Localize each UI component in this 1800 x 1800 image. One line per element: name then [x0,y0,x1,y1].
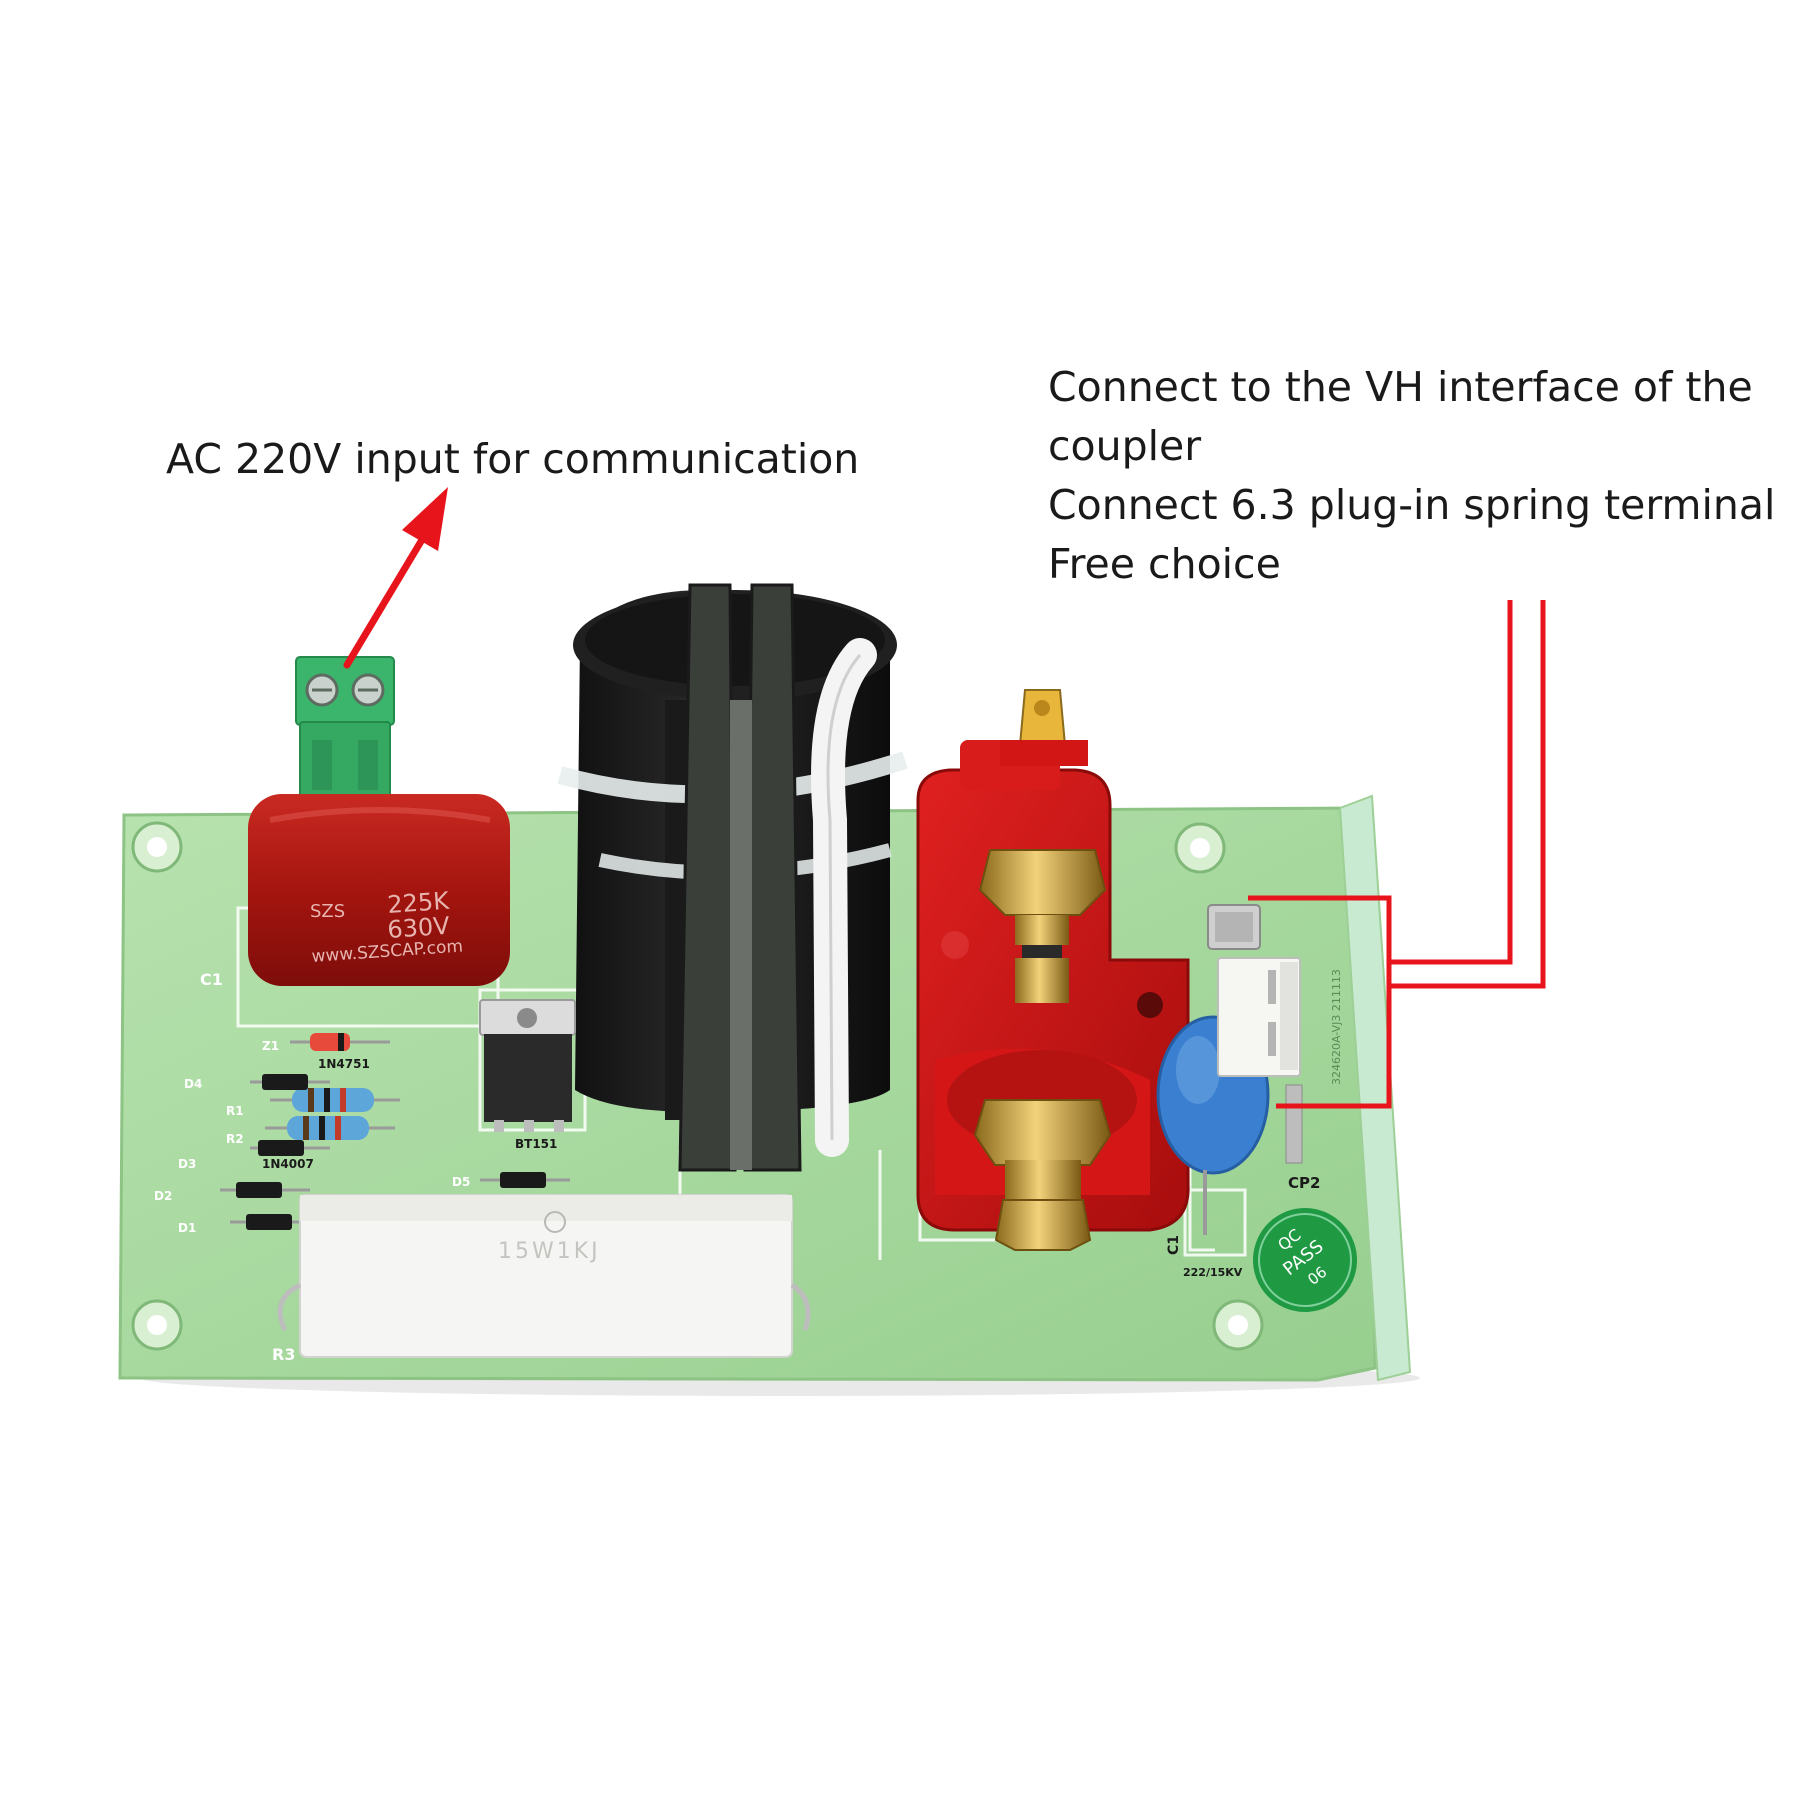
output-label-line-2: coupler [1048,422,1202,470]
hv-terminal-bottom [947,1050,1137,1251]
output-label-line-1: Connect to the VH interface of the [1048,363,1753,411]
thyristor-bt151 [479,999,576,1132]
d4-label: D4 [184,1077,202,1091]
pcb-code: 324620A-VJ3 211113 [1330,969,1343,1085]
input-arrow [343,487,448,669]
cap-value: 225K [386,887,451,919]
output-label: Connect to the VH interface of the coupl… [1048,358,1775,594]
d3-label: D3 [178,1157,196,1171]
hv-terminal-top [978,689,1107,1003]
cap-brand: SZS [310,901,345,922]
vh-connector [1217,957,1301,1077]
rectifier-diodes [220,1074,570,1230]
bt151-label: BT151 [515,1137,557,1151]
film-capacitor: SZS 225K 630V www.SZSCAP.com [248,794,510,986]
ferrite-core [678,583,802,1172]
c1-label: C1 [200,970,223,989]
terminal-block [295,656,395,801]
output-label-line-3: Connect 6.3 plug-in spring terminal [1048,481,1776,529]
mounting-holes [131,821,1264,1351]
power-resistor-label: 15W1KJ [498,1239,601,1264]
d5-label: D5 [452,1175,470,1189]
output-label-line-4: Free choice [1048,540,1281,588]
output-lines [1248,600,1546,1109]
pcb-bent-edge [1338,794,1412,1382]
r1-label: R1 [226,1104,244,1118]
d1-label: D1 [178,1221,196,1235]
z1-label: Z1 [262,1039,279,1053]
r2-label: R2 [226,1132,244,1146]
diode-part: 1N4007 [262,1157,314,1171]
r3-label: R3 [272,1345,295,1364]
input-label: AC 220V input for communication [166,435,860,483]
qc-sticker: QC PASS 06 [1253,1208,1357,1312]
cap-hv-label: 222/15KV [1183,1266,1243,1279]
d2-label: D2 [154,1189,172,1203]
cp2-label: CP2 [1288,1174,1320,1192]
zener-part: 1N4751 [318,1057,370,1071]
power-resistor: 15W1KJ [277,1194,811,1358]
zener-diode [290,1033,390,1051]
cap-voltage: 630V [386,912,451,944]
resistors [265,1088,400,1140]
c1-right-label: C1 [1166,1235,1182,1255]
